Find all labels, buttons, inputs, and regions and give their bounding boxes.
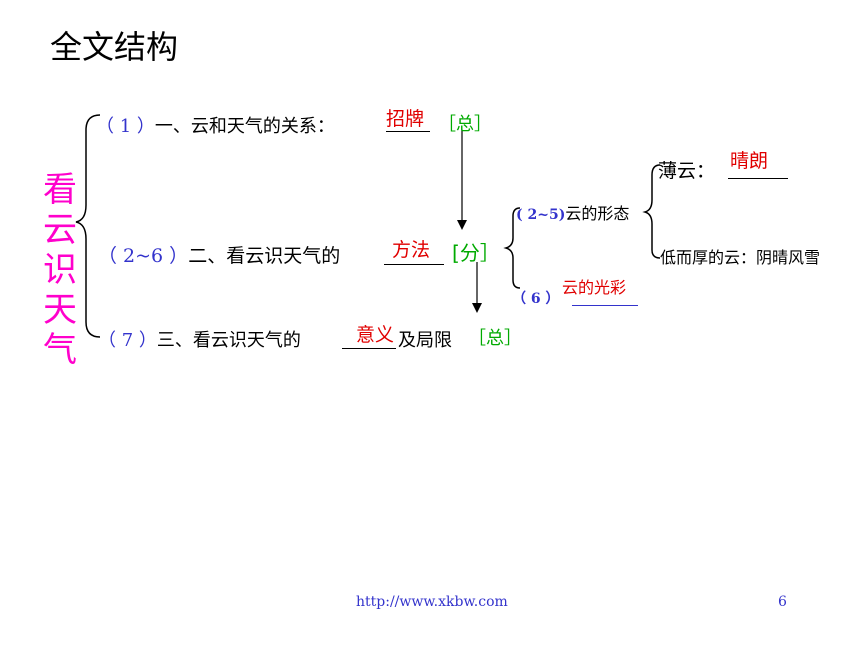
row-2: （ 2~6 ）二、看云识天气的 — [98, 241, 340, 268]
row-3-answer: 意义 — [356, 324, 395, 346]
sub-item-2-num: （ 6 ） — [512, 291, 560, 307]
arrow-2-head — [472, 303, 482, 313]
row-3-text: 三、看云识天气的 — [156, 330, 301, 351]
sub-item-2-blank — [572, 305, 638, 306]
sub-brace — [503, 207, 521, 289]
row-1-num: （ 1 ） — [96, 116, 155, 137]
vertical-title: 看云识天气 — [43, 170, 77, 370]
arrow-1-head — [457, 220, 467, 230]
main-brace — [75, 114, 101, 338]
row-2-tag: [分］ — [452, 241, 500, 265]
row-1-blank — [386, 131, 430, 132]
sub-item-2-answer: 云的光彩 — [562, 278, 627, 297]
row-2-num: （ 2~6 ） — [98, 245, 189, 267]
row-2-answer: 方法 — [392, 239, 431, 261]
row-1-answer: 招牌 — [386, 108, 425, 130]
row-1: （ 1 ）一、云和天气的关系： — [96, 112, 335, 138]
row-3-blank — [342, 348, 396, 349]
page-title: 全文结构 — [50, 28, 179, 66]
sub-item-1-text: 云的形态 — [565, 204, 630, 223]
row-3: （ 7 ）三、看云识天气的 — [98, 326, 301, 352]
row-2-blank — [384, 264, 444, 265]
subsub-item-1-answer: 晴朗 — [730, 150, 769, 172]
page-number: 6 — [778, 594, 787, 610]
subsub-brace — [642, 164, 661, 259]
row-2-text: 二、看云识天气的 — [188, 245, 341, 267]
row-3-num: （ 7 ） — [98, 330, 157, 351]
row-1-text: 一、云和天气的关系： — [154, 116, 335, 137]
footer-url[interactable]: http://www.xkbw.com — [356, 594, 508, 610]
subsub-item-2-text: 低而厚的云：阴晴风雪 — [660, 248, 821, 267]
sub-item-1-num: ( 2~5) — [516, 207, 566, 223]
row-1-tag: ［总］ — [438, 114, 492, 135]
subsub-item-1-blank — [728, 178, 788, 179]
subsub-item-1-text: 薄云： — [658, 160, 716, 182]
row-3-tag: ［总］ — [468, 328, 522, 349]
sub-item-1: ( 2~5)云的形态 — [516, 200, 629, 224]
row-3-after: 及局限 — [398, 330, 452, 351]
